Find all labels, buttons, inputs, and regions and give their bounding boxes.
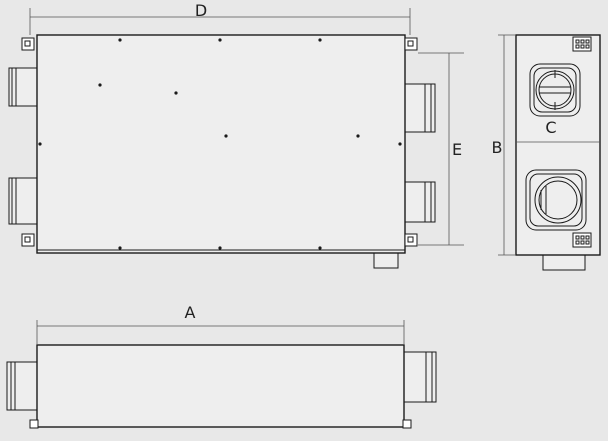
side-port-upper xyxy=(529,63,581,117)
dimension-label-d: D xyxy=(195,1,207,20)
drain-outlet xyxy=(373,251,399,269)
dimension-label-c: C xyxy=(545,118,556,137)
left-duct-lower xyxy=(8,177,38,225)
top-view xyxy=(8,34,436,269)
screws xyxy=(38,38,402,250)
side-view xyxy=(515,34,601,271)
front-bracket xyxy=(29,419,39,429)
dimension-a xyxy=(36,320,405,345)
right-duct-lower xyxy=(404,181,436,223)
mounting-bracket xyxy=(21,37,418,247)
terminal-block-upper xyxy=(572,36,592,52)
dimension-e xyxy=(418,52,464,246)
front-view xyxy=(6,344,437,429)
dimension-label-b: B xyxy=(492,138,503,157)
front-duct-right xyxy=(403,351,437,403)
front-bracket xyxy=(402,419,412,429)
dimension-b xyxy=(498,34,516,256)
left-duct-upper xyxy=(8,67,38,107)
right-duct-upper xyxy=(404,83,436,133)
side-port-lower xyxy=(525,169,587,231)
dimension-d xyxy=(29,8,411,35)
side-drain-outlet xyxy=(542,253,586,271)
terminal-block-lower xyxy=(572,232,592,248)
dimension-label-e: E xyxy=(452,140,462,159)
dimension-label-a: A xyxy=(185,303,196,322)
unit-body-front xyxy=(36,344,405,428)
front-duct-left xyxy=(6,361,38,411)
unit-body-top xyxy=(36,34,406,254)
